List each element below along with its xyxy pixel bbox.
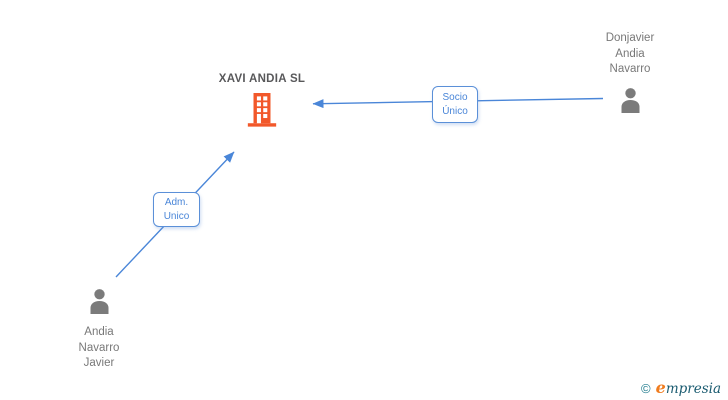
- edge-label-line: Único: [442, 105, 468, 117]
- company-node-xavi-andia-sl[interactable]: XAVI ANDIA SL: [200, 73, 324, 133]
- person-name-line: Andia: [84, 326, 114, 338]
- brand-initial: e: [655, 378, 666, 397]
- person-name-line: Donjavier: [605, 32, 655, 44]
- empresia-logo: © e mpresia: [641, 378, 721, 397]
- person-node-donjavier-andia-navarro[interactable]: Donjavier Andia Navarro: [570, 31, 690, 120]
- person-icon: [86, 286, 113, 321]
- copyright-icon: ©: [641, 381, 651, 396]
- person-icon: [617, 85, 644, 120]
- edge-label-socio-unico: Socio Único: [432, 86, 478, 123]
- edge-label-line: Unico: [163, 210, 190, 222]
- building-icon: [245, 92, 279, 133]
- person-name-line: Navarro: [609, 63, 651, 75]
- edge-label-line: Adm.: [164, 196, 189, 208]
- edge-label-line: Socio: [442, 91, 468, 103]
- company-name: XAVI ANDIA SL: [218, 73, 306, 85]
- edge-label-adm-unico: Adm. Unico: [153, 192, 200, 227]
- brand-name: mpresia: [665, 381, 721, 397]
- person-node-andia-navarro-javier[interactable]: Andia Navarro Javier: [39, 286, 159, 372]
- person-name-line: Andia: [615, 47, 645, 60]
- person-name-line: Javier: [83, 357, 115, 369]
- person-name-line: Navarro: [78, 341, 120, 354]
